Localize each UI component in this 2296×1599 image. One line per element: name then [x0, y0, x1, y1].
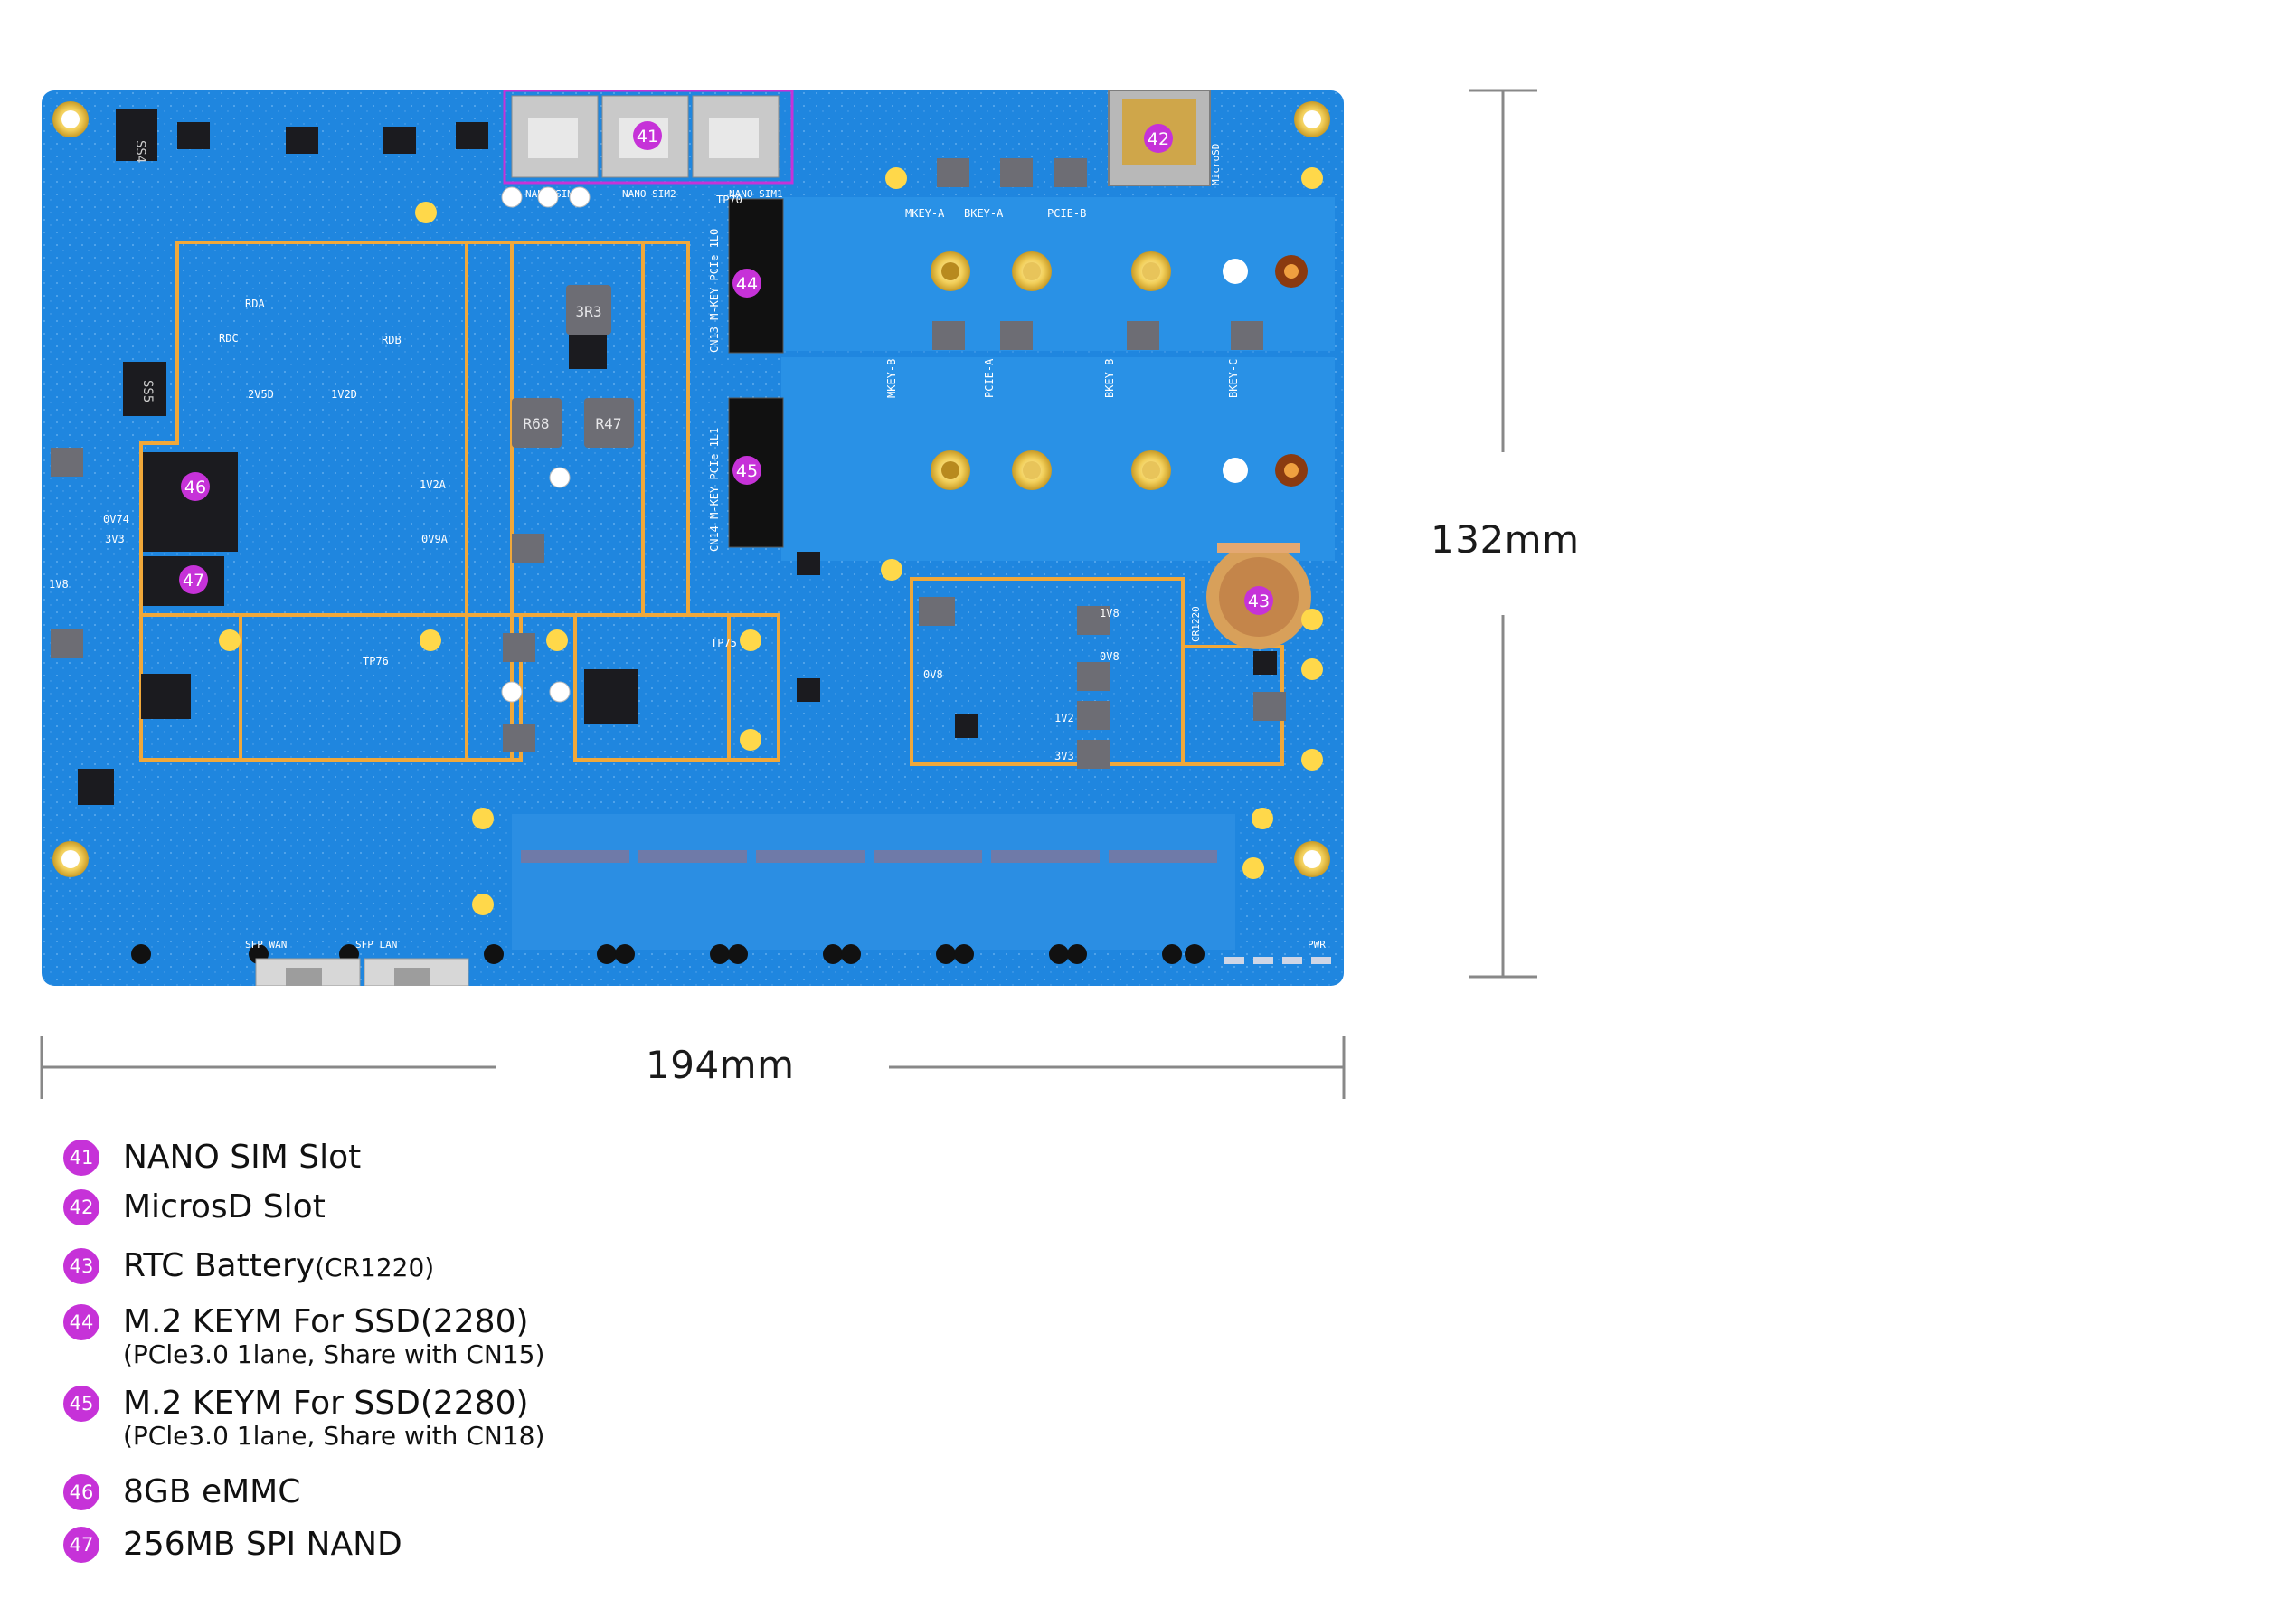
- legend-badge: 42: [63, 1189, 99, 1225]
- m2-area-45: [781, 357, 1335, 561]
- cn14-label: CN14 M-KEY PCIe 1L1: [708, 428, 721, 552]
- sfp-cages: [255, 958, 469, 986]
- v0v74-label: 0V74: [103, 513, 129, 525]
- callout-46: [181, 472, 210, 501]
- v1v2a-label: 1V2A: [420, 478, 447, 491]
- v0v8-label: 0V8: [923, 668, 943, 681]
- legend-item-42: 42 MicrosD Slot: [63, 1189, 326, 1225]
- legend-badge: 45: [63, 1386, 99, 1422]
- width-dimension-label: 194mm: [646, 1043, 795, 1087]
- sim1-label: NANO SIM1: [729, 188, 783, 200]
- misc-ics: [78, 109, 1277, 805]
- pcie-b-label: PCIE-B: [1047, 207, 1086, 220]
- legend-item-47: 47 256MB SPI NAND: [63, 1527, 402, 1563]
- power-components: 3R3 R68 R47: [51, 158, 1286, 769]
- legend-item-44: 44 M.2 KEYM For SSD(2280) (PCle3.0 1lane…: [63, 1304, 544, 1369]
- callout-markers: 41 42 43 44 45 46 47: [179, 121, 1273, 615]
- ethernet-magnetics: [521, 850, 1217, 863]
- rdb-label: RDB: [382, 334, 402, 346]
- ic-ss5-label: SS5: [140, 380, 155, 402]
- legend-label: 8GB eMMC: [123, 1473, 301, 1510]
- ic-ss4-label: SS4: [133, 140, 147, 163]
- callout-45-label: 45: [736, 461, 758, 481]
- legend-item-45: 45 M.2 KEYM For SSD(2280) (PCle3.0 1lane…: [63, 1386, 544, 1451]
- legend-label-small: (CR1220): [315, 1253, 435, 1282]
- pwr-label: PWR: [1308, 939, 1326, 951]
- sim2-label: NANO SIM2: [622, 188, 676, 200]
- v0v8b-label: 0V8: [1100, 650, 1120, 663]
- microsd-label: MicroSD: [1210, 144, 1222, 185]
- v1v2-label: 1V2: [1054, 712, 1074, 724]
- mkey-a-label: MKEY-A: [905, 207, 945, 220]
- callout-46-label: 46: [184, 478, 206, 497]
- sfp-lan-label: SFP LAN: [355, 939, 397, 951]
- callout-43-label: 43: [1248, 591, 1270, 611]
- callout-45: [732, 456, 761, 485]
- height-dimension-label: 132mm: [1431, 517, 1580, 562]
- mounting-holes: [52, 101, 1330, 915]
- v2v5d-label: 2V5D: [248, 388, 274, 401]
- legend-label: RTC Battery(CR1220): [123, 1248, 434, 1286]
- tp70-label: TP70: [716, 194, 742, 206]
- callout-43: [1244, 586, 1273, 615]
- emmc-chip: [143, 452, 238, 552]
- ethernet-strip: [512, 814, 1235, 950]
- legend-badge: 43: [63, 1248, 99, 1284]
- bkey-b-label: BKEY-B: [1103, 359, 1116, 398]
- callout-42: [1144, 124, 1173, 153]
- microsd-slot: [1108, 90, 1211, 186]
- bkey-a-label: BKEY-A: [964, 207, 1004, 220]
- legend-label-main: RTC Battery: [123, 1247, 316, 1284]
- legend-badge: 47: [63, 1527, 99, 1563]
- inductor-label-3r3: 3R3: [576, 303, 602, 320]
- legend-label: M.2 KEYM For SSD(2280): [123, 1385, 529, 1422]
- callout-44: [732, 269, 761, 298]
- callout-47: [179, 565, 208, 594]
- inductor-label-r68: R68: [524, 415, 550, 432]
- status-leds: [1224, 957, 1331, 964]
- legend-badge: 46: [63, 1474, 99, 1510]
- inductor-label-r47: R47: [596, 415, 622, 432]
- callout-47-label: 47: [183, 571, 204, 591]
- v1v2d-label: 1V2D: [331, 388, 357, 401]
- legend-sublabel: (PCle3.0 1lane, Share with CN15): [123, 1339, 545, 1369]
- v3v3b-label: 3V3: [1054, 750, 1074, 762]
- legend-sublabel: (PCle3.0 1lane, Share with CN18): [123, 1421, 545, 1451]
- legend-label: MicrosD Slot: [123, 1188, 326, 1225]
- cr1220-label: CR1220: [1190, 606, 1202, 642]
- m2-standoffs: [931, 251, 1308, 490]
- tp75-label: TP75: [711, 637, 737, 649]
- legend-item-43: 43 RTC Battery(CR1220): [63, 1248, 434, 1286]
- callout-42-label: 42: [1148, 129, 1169, 149]
- sfp-wan-label: SFP WAN: [245, 939, 287, 951]
- callout-41: [633, 121, 662, 150]
- v3v3-label: 3V3: [105, 533, 125, 545]
- v0v9a-label: 0V9A: [421, 533, 449, 545]
- callout-44-label: 44: [736, 274, 758, 294]
- legend-badge: 41: [63, 1140, 99, 1176]
- edge-port-pads: [131, 944, 1205, 964]
- rda-label: RDA: [245, 298, 265, 310]
- legend-label: 256MB SPI NAND: [123, 1526, 402, 1563]
- legend-label: NANO SIM Slot: [123, 1139, 362, 1176]
- legend-badge: 44: [63, 1304, 99, 1340]
- rdc-label: RDC: [219, 332, 239, 345]
- legend-label: M.2 KEYM For SSD(2280): [123, 1303, 529, 1340]
- legend-item-41: 41 NANO SIM Slot: [63, 1140, 361, 1176]
- pcb-board-image: NANO SIM3 NANO SIM2 NANO SIM1 MicroSD CN…: [42, 90, 1344, 986]
- v1v8b-label: 1V8: [1100, 607, 1120, 620]
- tp76-label: TP76: [363, 655, 389, 667]
- mkey-b-label: MKEY-B: [885, 359, 898, 398]
- v1v8-label: 1V8: [49, 578, 69, 591]
- pcie-a-label: PCIE-A: [983, 358, 996, 398]
- legend-item-46: 46 8GB eMMC: [63, 1474, 300, 1510]
- bkey-c-label: BKEY-C: [1227, 359, 1240, 398]
- cn13-label: CN13 M-KEY PCIe 1L0: [708, 229, 721, 353]
- callout-41-label: 41: [637, 127, 658, 147]
